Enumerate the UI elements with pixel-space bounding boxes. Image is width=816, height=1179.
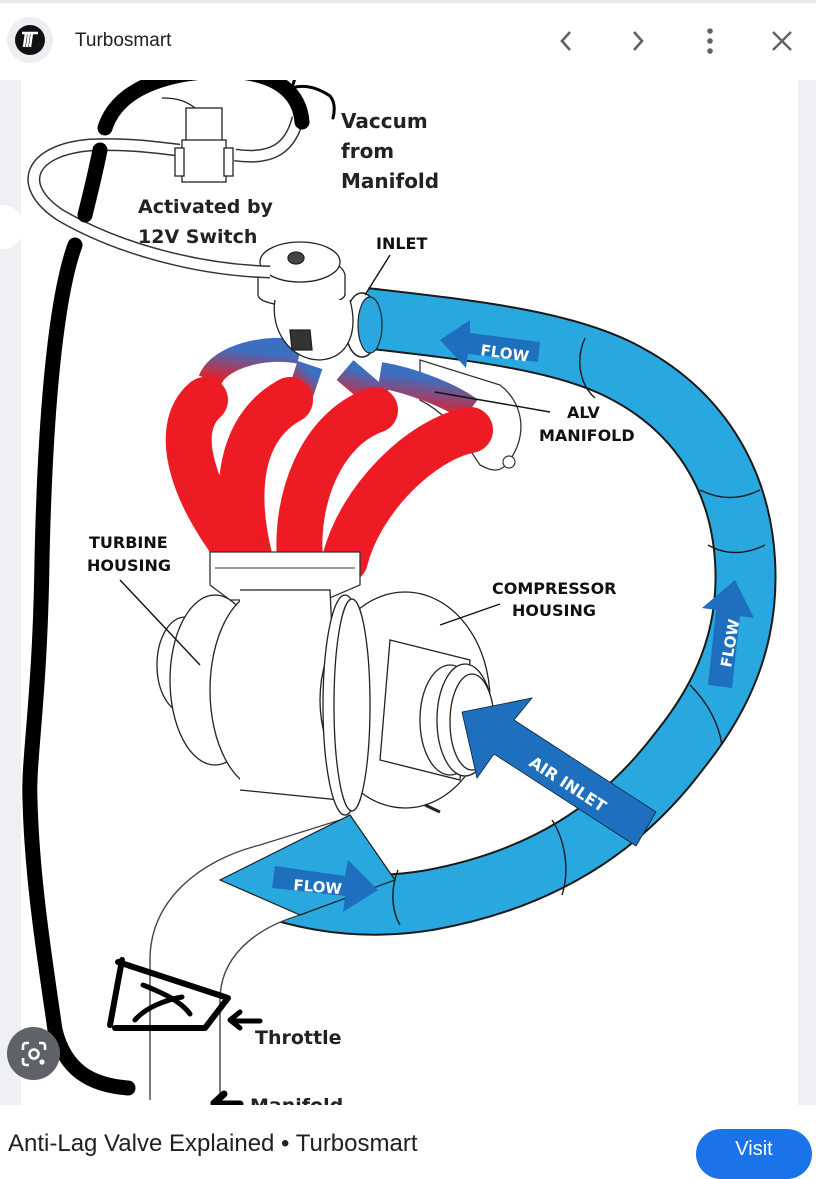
leader-lines bbox=[119, 254, 551, 666]
label-activated-2: 12V Switch bbox=[138, 226, 257, 248]
site-name[interactable]: Turbosmart bbox=[75, 30, 172, 51]
label-alv-1: ALV bbox=[567, 403, 600, 422]
close-icon bbox=[772, 31, 792, 51]
inlet-collar bbox=[344, 292, 383, 358]
label-throttle: Throttle bbox=[255, 1027, 341, 1049]
solenoid-valve bbox=[161, 97, 234, 183]
left-gutter bbox=[0, 80, 21, 1105]
image-caption[interactable]: Anti-Lag Valve Explained • Turbosmart bbox=[8, 1130, 418, 1157]
label-vacuum-2: from bbox=[341, 139, 394, 163]
previous-button[interactable] bbox=[548, 23, 584, 59]
label-manifold: Manifold bbox=[250, 1095, 343, 1105]
turbosmart-logo-icon bbox=[15, 25, 45, 55]
label-turbine-2: HOUSING bbox=[87, 556, 171, 575]
label-compressor-2: HOUSING bbox=[512, 601, 596, 620]
chevron-right-icon bbox=[633, 31, 644, 51]
marker-annotations bbox=[22, 80, 336, 1105]
label-vacuum-3: Manifold bbox=[341, 169, 439, 193]
bov-valve bbox=[257, 241, 354, 361]
label-alv-2: MANIFOLD bbox=[539, 426, 635, 445]
flow-arrow-bottom: FLOW bbox=[272, 860, 378, 912]
flow-label-bottom: FLOW bbox=[293, 876, 343, 898]
diagram-labels: Vaccum from Manifold Activated by 12V Sw… bbox=[87, 109, 635, 1105]
visit-button[interactable]: Visit bbox=[696, 1129, 812, 1179]
top-strip bbox=[0, 0, 816, 3]
label-activated-1: Activated by bbox=[138, 196, 274, 218]
more-vert-icon bbox=[707, 28, 713, 54]
right-gutter bbox=[798, 80, 816, 1105]
viewer-header: Turbosmart bbox=[0, 3, 816, 80]
turbo-flange bbox=[209, 551, 361, 601]
label-inlet: INLET bbox=[376, 234, 427, 253]
chevron-left-icon bbox=[560, 31, 571, 51]
turbine-housing bbox=[156, 589, 341, 801]
google-lens-icon bbox=[21, 1041, 46, 1066]
exhaust-manifold bbox=[165, 337, 522, 583]
label-vacuum-1: Vaccum bbox=[341, 109, 428, 133]
anti-lag-diagram: FLOW FLOW FLOW AIR INLET Vaccum from Man… bbox=[22, 80, 777, 1105]
vacuum-hose bbox=[27, 116, 305, 279]
close-button[interactable] bbox=[764, 23, 800, 59]
image-viewer[interactable]: FLOW FLOW FLOW AIR INLET Vaccum from Man… bbox=[21, 80, 798, 1105]
flow-arrow-right: FLOW bbox=[702, 580, 754, 688]
compressor-housing bbox=[319, 591, 495, 816]
google-lens-button[interactable] bbox=[7, 1027, 60, 1080]
label-compressor-1: COMPRESSOR bbox=[492, 579, 617, 598]
more-options-button[interactable] bbox=[692, 23, 728, 59]
label-turbine-1: TURBINE bbox=[89, 533, 168, 552]
next-button[interactable] bbox=[620, 23, 656, 59]
site-logo[interactable] bbox=[7, 17, 53, 63]
